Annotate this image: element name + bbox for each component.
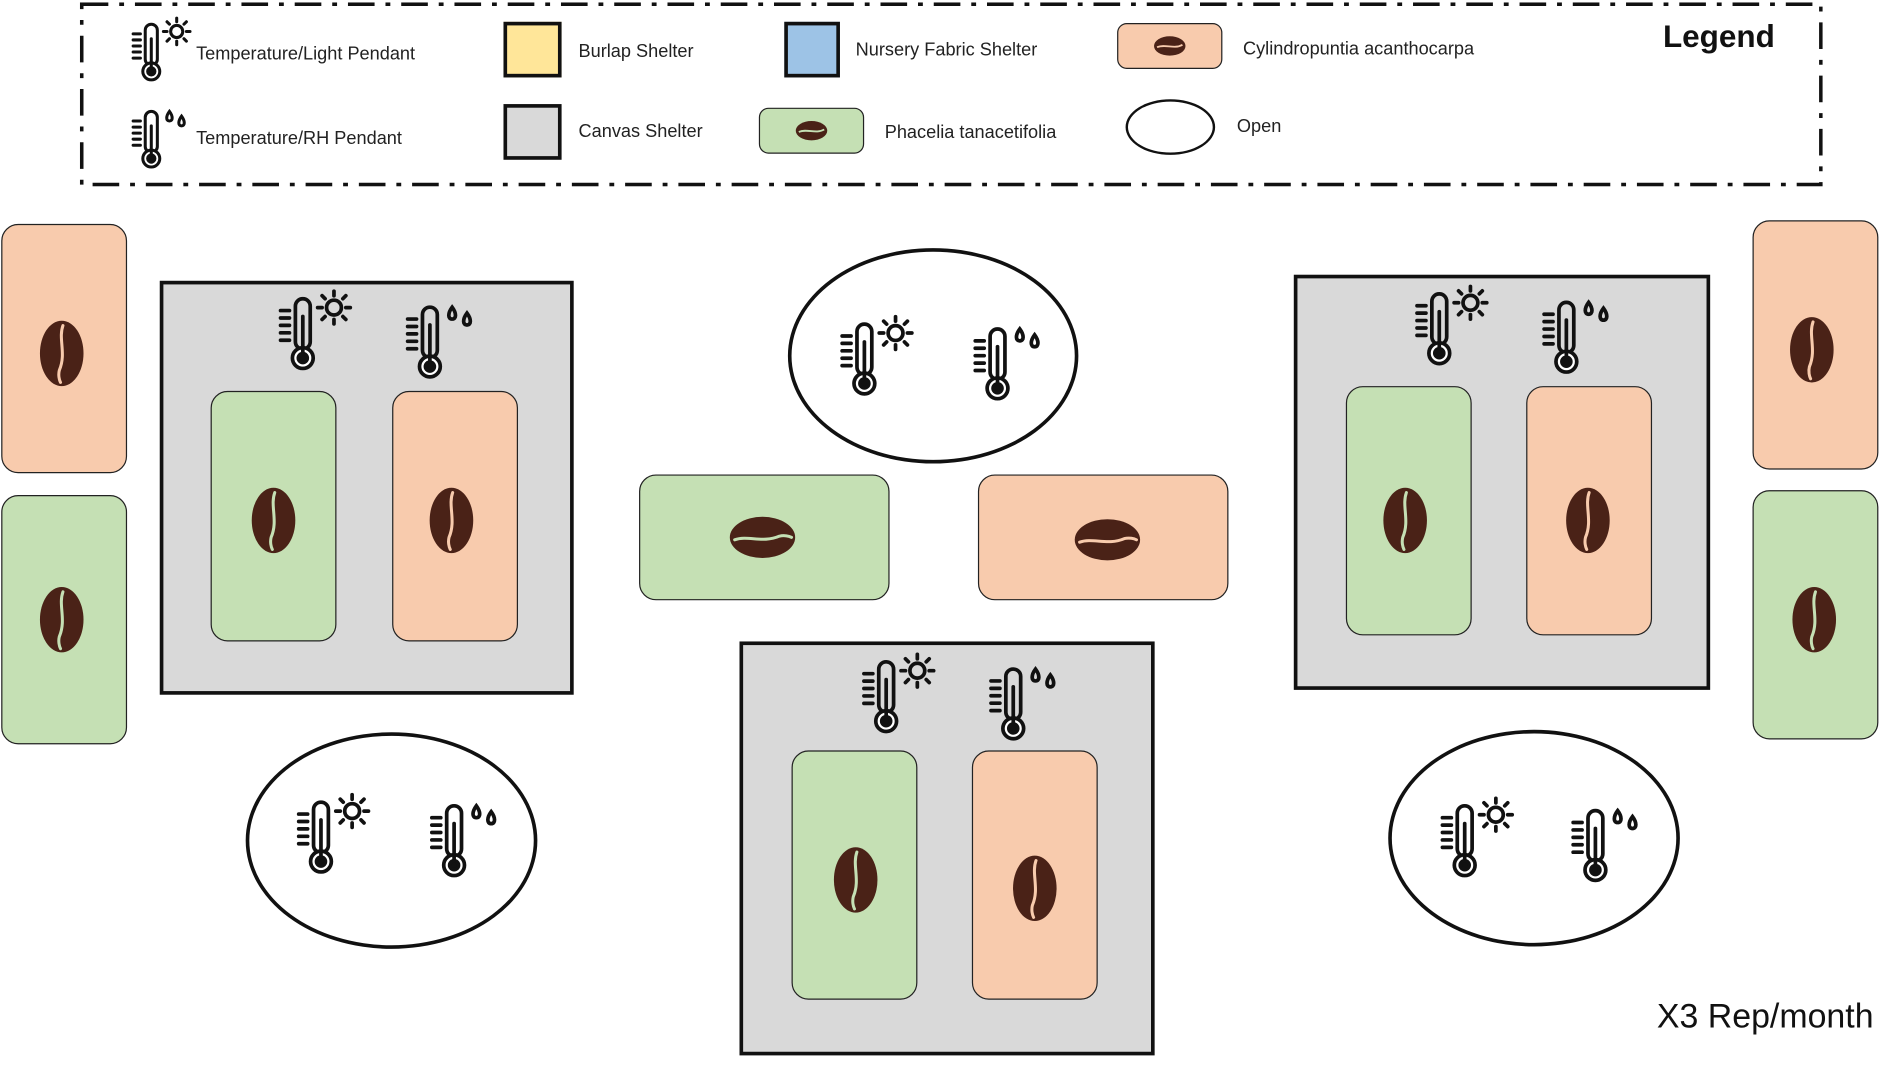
seed-icon bbox=[429, 487, 474, 554]
legend-swatch-burlap bbox=[503, 21, 562, 78]
legend-label-temp-light: Temperature/Light Pendant bbox=[196, 43, 416, 65]
thermometer-droplet-icon bbox=[405, 304, 473, 379]
legend-label-cylindropuntia: Cylindropuntia acanthocarpa bbox=[1242, 38, 1475, 60]
legend-label-open: Open bbox=[1236, 116, 1282, 137]
legend-swatch-phacelia bbox=[758, 107, 865, 154]
legend-title: Legend bbox=[1662, 18, 1775, 55]
legend-label-temp-rh: Temperature/RH Pendant bbox=[196, 128, 402, 149]
thermometer-droplet-icon bbox=[989, 665, 1056, 741]
legend-border bbox=[79, 2, 1823, 187]
thermometer-sun-icon bbox=[296, 792, 371, 874]
thermometer-sun-icon bbox=[278, 289, 353, 371]
legend-swatch-nursery bbox=[784, 21, 840, 78]
open-zone bbox=[787, 248, 1079, 464]
seed-icon bbox=[1790, 317, 1834, 383]
legend-label-phacelia: Phacelia tanacetifolia bbox=[884, 122, 1057, 143]
thermometer-droplet-icon bbox=[131, 108, 186, 169]
thermometer-droplet-icon bbox=[429, 802, 497, 878]
thermometer-sun-icon bbox=[1440, 796, 1515, 878]
seed-icon bbox=[1074, 519, 1141, 561]
seed-icon bbox=[729, 516, 796, 558]
seed-icon bbox=[1013, 855, 1057, 922]
legend-label-nursery: Nursery Fabric Shelter bbox=[855, 39, 1038, 61]
legend-swatch-canvas bbox=[503, 104, 562, 160]
thermometer-droplet-icon bbox=[1542, 299, 1609, 374]
seed-icon bbox=[39, 320, 84, 387]
legend-swatch-cylindropuntia bbox=[1117, 22, 1223, 69]
open-zone bbox=[245, 732, 538, 949]
seed-icon bbox=[1153, 35, 1185, 56]
seed-icon bbox=[251, 487, 296, 554]
legend-label-burlap: Burlap Shelter bbox=[578, 41, 694, 62]
seed-icon bbox=[795, 120, 827, 140]
seed-icon bbox=[1566, 487, 1610, 554]
seed-icon bbox=[39, 586, 84, 653]
seed-icon bbox=[833, 847, 878, 913]
thermometer-sun-icon bbox=[840, 314, 914, 396]
cylindropuntia-pot bbox=[1752, 220, 1879, 470]
thermometer-sun-icon bbox=[1415, 284, 1489, 366]
thermometer-sun-icon bbox=[131, 16, 192, 82]
thermometer-droplet-icon bbox=[1571, 807, 1638, 883]
thermometer-droplet-icon bbox=[973, 325, 1040, 401]
legend-label-canvas: Canvas Shelter bbox=[578, 121, 703, 142]
seed-icon bbox=[1383, 487, 1427, 554]
thermometer-sun-icon bbox=[862, 652, 936, 734]
legend-swatch-open bbox=[1125, 99, 1216, 155]
seed-icon bbox=[1792, 586, 1837, 653]
replication-note: X3 Rep/month bbox=[1656, 997, 1874, 1035]
open-zone bbox=[1388, 729, 1680, 947]
